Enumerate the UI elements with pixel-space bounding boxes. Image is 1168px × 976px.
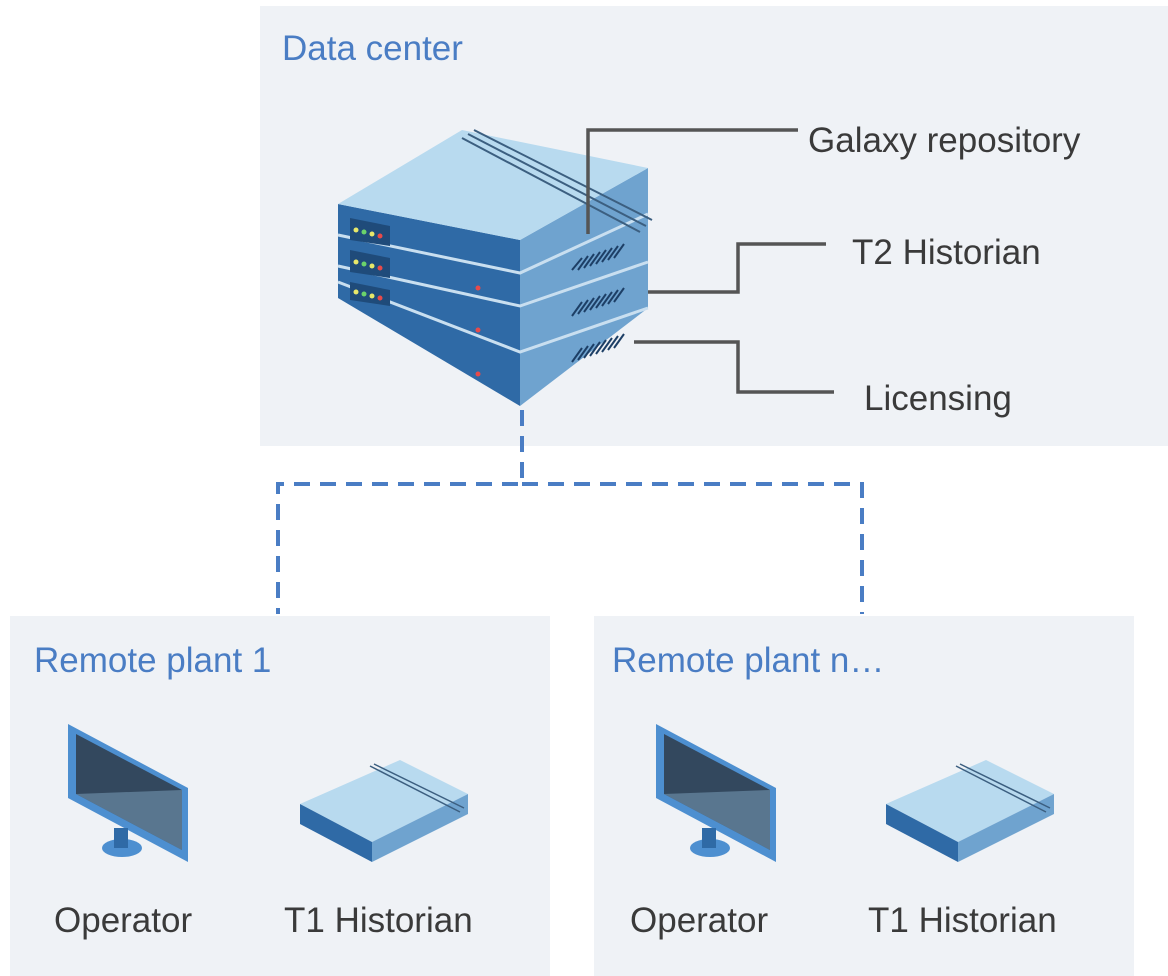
remote-plant-1-operator-label: Operator — [54, 901, 192, 940]
licensing-label: Licensing — [864, 379, 1012, 418]
t2-historian-label: T2 Historian — [852, 233, 1041, 272]
network-connector — [276, 410, 864, 614]
remote-plant-1-historian-label: T1 Historian — [284, 901, 473, 940]
remote-plant-n-historian-label: T1 Historian — [868, 901, 1057, 940]
server-stack-icon — [337, 129, 653, 406]
historian-server-icon — [886, 760, 1054, 862]
historian-server-icon — [300, 760, 468, 862]
remote-plant-n-operator-label: Operator — [630, 901, 768, 940]
monitor-icon — [656, 724, 776, 862]
galaxy-repository-label: Galaxy repository — [808, 121, 1081, 160]
leader-lines — [586, 128, 834, 394]
monitor-icon — [68, 724, 188, 862]
data-center-title: Data center — [282, 29, 463, 68]
remote-plant-1-title: Remote plant 1 — [34, 641, 271, 680]
remote-plant-n-title: Remote plant n… — [612, 641, 884, 680]
